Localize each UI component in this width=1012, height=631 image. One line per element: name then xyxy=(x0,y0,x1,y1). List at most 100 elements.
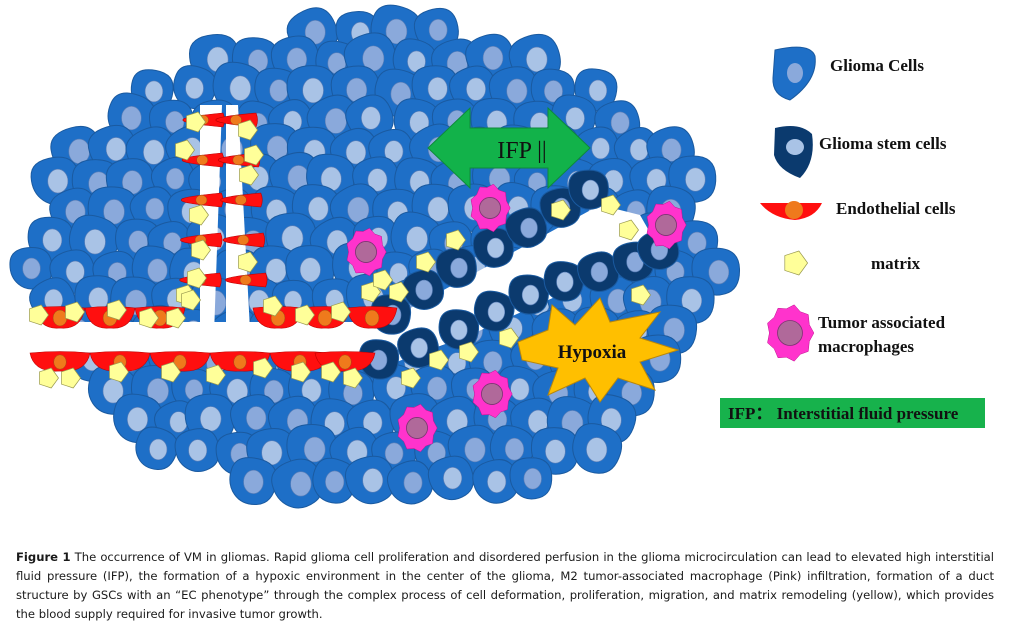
cell-nucleus xyxy=(185,77,204,100)
matrix-blob xyxy=(61,367,81,389)
glioma-cell xyxy=(386,460,433,505)
cell-nucleus xyxy=(324,107,347,134)
cell-nucleus xyxy=(427,376,447,400)
cell-nucleus xyxy=(362,468,384,493)
cell-nucleus xyxy=(427,196,449,222)
glioma-stem-cell xyxy=(435,247,477,288)
tumor-associated-macrophage xyxy=(470,183,511,233)
matrix-blob xyxy=(109,361,129,383)
matrix-outline xyxy=(139,307,159,329)
matrix-blob xyxy=(551,199,571,221)
cell-nucleus xyxy=(269,79,289,102)
cell-nucleus xyxy=(450,257,468,279)
cell-nucleus xyxy=(506,78,528,104)
cell-nucleus xyxy=(591,137,610,160)
legend-endothelial-nucleus xyxy=(785,201,803,219)
cell-nucleus xyxy=(406,226,428,252)
glioma-cell-icon xyxy=(772,46,816,101)
glioma-cell xyxy=(212,61,264,113)
matrix-blob xyxy=(65,301,85,323)
matrix-outline xyxy=(373,269,393,291)
cell-nucleus xyxy=(144,80,164,103)
hypoxia-burst: Hypoxia xyxy=(517,297,680,403)
cell-nucleus xyxy=(588,79,608,102)
glioma-stem-cell xyxy=(473,290,515,332)
endothelial-nucleus xyxy=(234,194,247,206)
glioma-cell xyxy=(575,126,620,170)
glioma-cell xyxy=(427,455,474,501)
matrix-blob xyxy=(186,111,206,133)
cell-nucleus xyxy=(149,438,168,461)
matrix-outline xyxy=(631,284,651,306)
endothelial-nucleus xyxy=(230,114,242,126)
cell-nucleus xyxy=(410,337,428,359)
caption-text: The occurrence of VM in gliomas. Rapid g… xyxy=(16,550,994,621)
matrix-outline xyxy=(601,194,621,216)
cell-nucleus xyxy=(581,179,600,201)
glioma-cell xyxy=(312,457,358,504)
glioma-cell xyxy=(344,455,395,505)
matrix-blob xyxy=(459,341,479,363)
glioma-stem-cell xyxy=(568,169,609,210)
macrophage-nucleus xyxy=(406,417,428,439)
matrix-blob xyxy=(253,357,273,379)
endothelial-nucleus xyxy=(338,354,352,370)
cell-nucleus xyxy=(685,167,706,192)
cell-nucleus xyxy=(443,466,463,490)
legend-label: Tumor associated xyxy=(818,313,946,332)
explosion-icon xyxy=(517,297,680,403)
endothelial-nucleus xyxy=(317,309,333,327)
matrix-blob xyxy=(139,307,159,329)
matrix-blob xyxy=(239,164,259,186)
cell-nucleus xyxy=(556,271,574,293)
matrix-blob xyxy=(331,301,351,323)
cell-nucleus xyxy=(303,436,326,463)
matrix-outline xyxy=(619,219,639,241)
matrix-outline xyxy=(109,361,129,383)
cell-nucleus xyxy=(68,138,90,164)
matrix-outline xyxy=(244,144,264,166)
matrix-blob xyxy=(343,367,363,389)
matrix-blob xyxy=(619,219,639,241)
matrix-outline xyxy=(784,250,808,276)
endothelial-nucleus xyxy=(52,309,68,327)
tumor-associated-macrophage xyxy=(646,200,687,250)
cell-nucleus xyxy=(565,107,585,130)
cell-nucleus xyxy=(504,437,525,461)
cell-nucleus xyxy=(386,376,406,400)
matrix-outline xyxy=(389,281,409,303)
cell-nucleus xyxy=(661,138,682,162)
cell-nucleus xyxy=(299,257,321,283)
matrix-blob xyxy=(631,284,651,306)
endothelial-nucleus xyxy=(364,309,380,327)
matrix-blob xyxy=(499,327,519,349)
matrix-blob xyxy=(416,251,436,273)
cell-nucleus xyxy=(345,140,367,165)
ifp-box-background xyxy=(720,398,985,428)
glioma-stem-cell xyxy=(438,309,480,350)
cell-nucleus xyxy=(544,80,563,103)
cell-nucleus xyxy=(464,437,486,463)
endothelial-cell-icon xyxy=(760,201,822,220)
tumor-associated-macrophage xyxy=(767,304,815,362)
matrix-outline xyxy=(499,327,519,349)
cell-nucleus xyxy=(415,279,433,301)
macrophage-nucleus xyxy=(355,241,377,263)
cell-nucleus xyxy=(590,261,609,283)
matrix-blob xyxy=(401,367,421,389)
glioma-cell xyxy=(472,459,519,504)
cell-nucleus xyxy=(403,471,423,494)
glioma-cell xyxy=(411,65,459,112)
cell-nucleus xyxy=(610,111,630,134)
matrix-blob xyxy=(238,119,258,141)
matrix-outline xyxy=(291,361,311,383)
endothelial-nucleus xyxy=(195,194,208,206)
legend-label: matrix xyxy=(871,254,921,273)
cell-nucleus xyxy=(487,301,506,323)
cell-nucleus xyxy=(302,77,324,104)
matrix-blob xyxy=(389,281,409,303)
glioma-cell xyxy=(271,458,324,509)
matrix-blob xyxy=(187,267,207,289)
matrix-blob xyxy=(181,289,201,311)
cell-nucleus xyxy=(105,137,127,162)
